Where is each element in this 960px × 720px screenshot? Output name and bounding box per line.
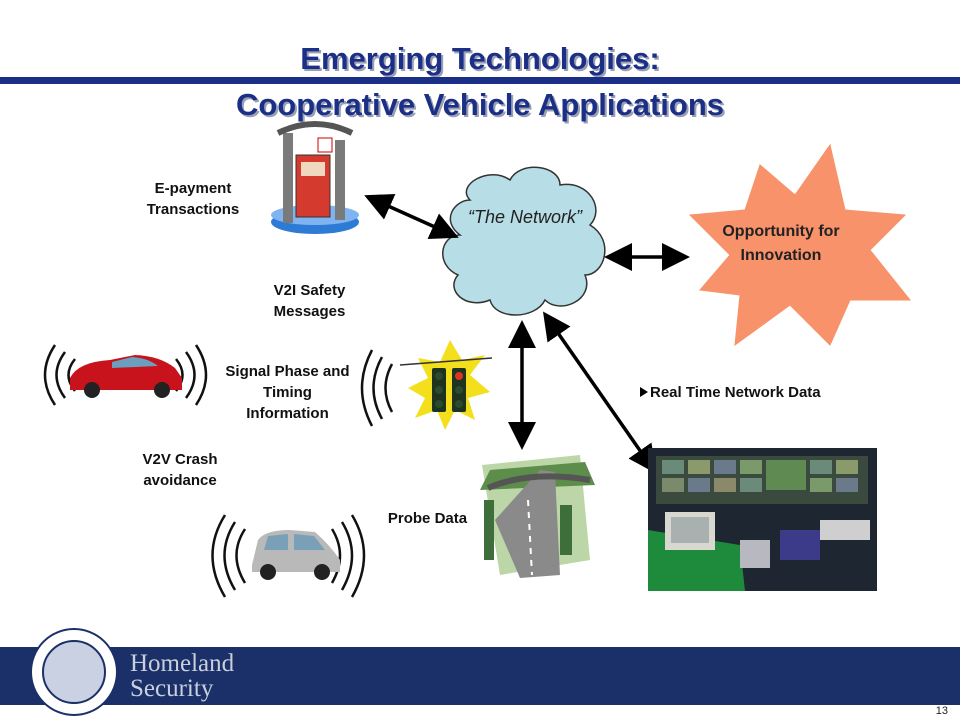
footer-org-line1: Homeland — [130, 650, 235, 677]
silver-car-icon — [211, 514, 366, 598]
arrow-network-tmc — [542, 311, 657, 474]
dhs-seal-icon — [30, 628, 118, 716]
probe-label: Probe Data — [387, 510, 468, 527]
arrow-epayment-network — [364, 193, 459, 240]
red-car-icon — [43, 344, 208, 406]
v2i-label: V2I Safety Messages — [273, 282, 346, 320]
footer-org-line2: Security — [130, 675, 214, 702]
footer-bar — [0, 647, 960, 705]
network-cloud — [442, 166, 606, 316]
signal-label: Signal Phase and Timing Information — [225, 363, 350, 422]
highway-icon — [480, 455, 595, 578]
title-rule — [0, 77, 960, 84]
traffic-management-center-photo — [648, 448, 877, 591]
gas-pump-icon — [271, 121, 359, 234]
opportunity-starburst — [688, 143, 912, 347]
page-number: 13 — [935, 705, 948, 717]
realtime-label: Real Time Network Data — [650, 384, 821, 401]
slide-title-line1: Emerging Technologies: — [300, 41, 660, 76]
slide-title-line2: Cooperative Vehicle Applications — [235, 87, 725, 122]
network-label: “The Network” — [467, 207, 583, 227]
traffic-light-icon — [360, 340, 493, 430]
opportunity-label: Opportunity for Innovation — [722, 223, 840, 264]
epayment-label: E-payment Transactions — [146, 180, 240, 218]
bullet-arrow-icon — [640, 387, 648, 397]
v2v-label: V2V Crash avoidance — [142, 451, 218, 489]
